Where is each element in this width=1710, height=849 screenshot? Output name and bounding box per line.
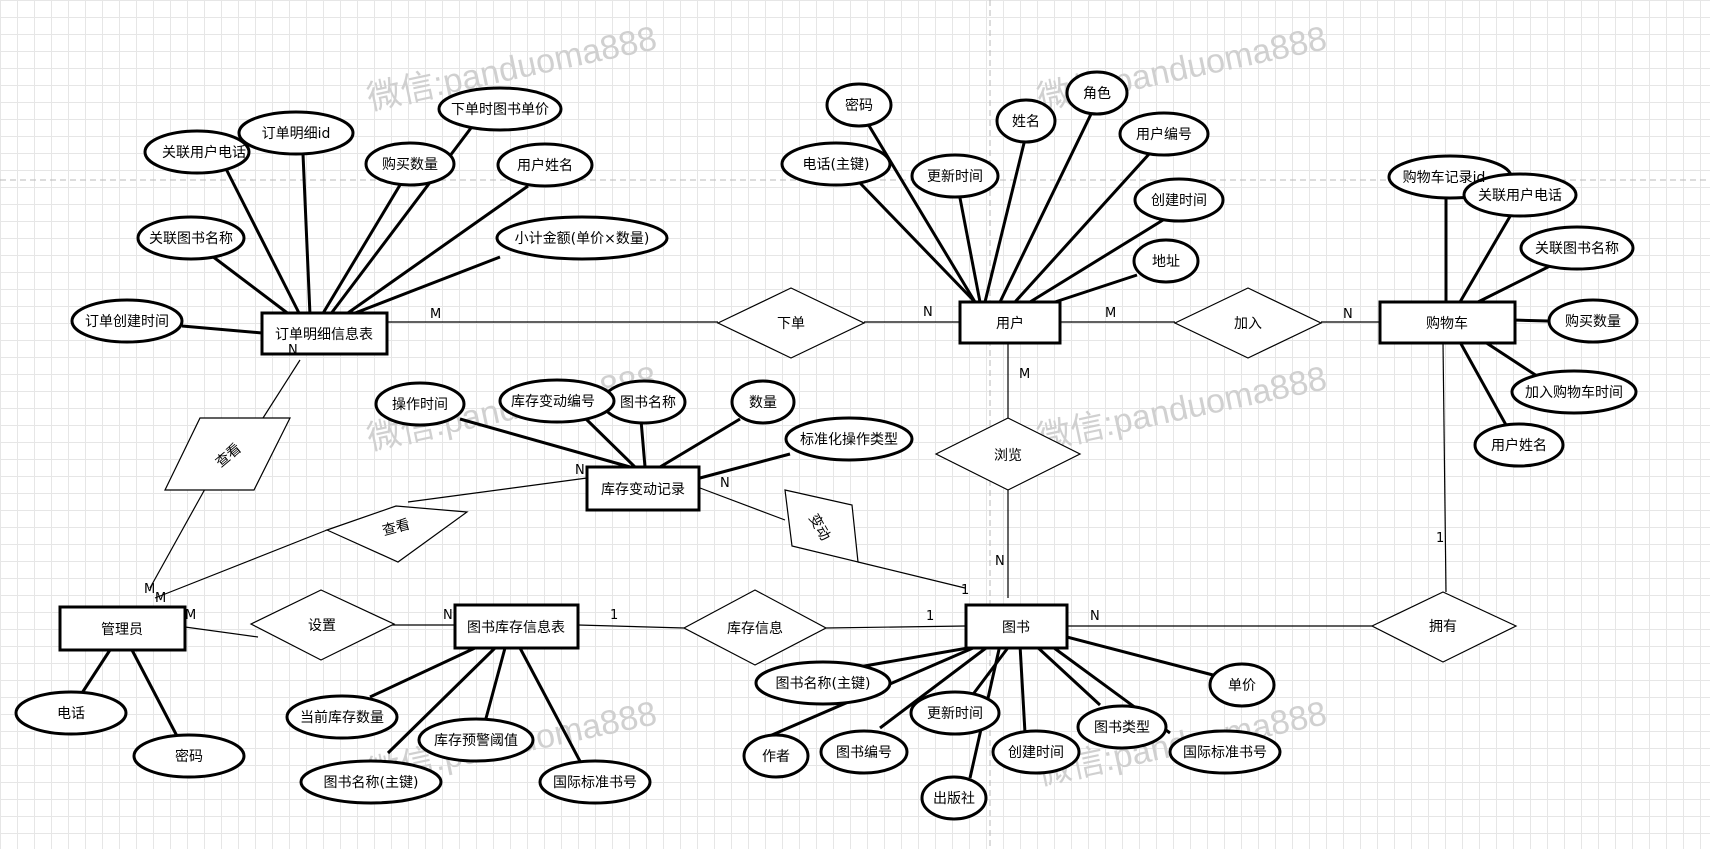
relationship-own: 拥有 bbox=[1370, 591, 1518, 663]
cardinality: N bbox=[575, 463, 585, 478]
attr-label: 当前库存数量 bbox=[300, 709, 384, 726]
attr-label: 关联图书名称 bbox=[149, 231, 233, 247]
relationship-stock-info: 库存信息 bbox=[682, 589, 828, 666]
relationship-label: 下单 bbox=[777, 316, 805, 332]
attr-label: 作者 bbox=[762, 749, 790, 765]
attr-label: 下单时图书单价 bbox=[451, 102, 549, 118]
attribute-lines bbox=[80, 109, 1553, 779]
cardinality: M bbox=[144, 582, 155, 597]
relationship-label: 浏览 bbox=[994, 448, 1022, 464]
attr-label: 电话 bbox=[57, 706, 85, 722]
relationship-view-order: 查看 bbox=[164, 417, 291, 491]
attr-label: 购物车记录id bbox=[1403, 169, 1486, 186]
cardinality-labels: M N M N M N N M M N N 1 M N 1 1 N 1 bbox=[144, 305, 1444, 624]
attr-label: 库存变动编号 bbox=[511, 394, 595, 410]
cardinality: 1 bbox=[961, 583, 969, 598]
attr-label: 购买数量 bbox=[1565, 314, 1621, 330]
cardinality: M bbox=[1019, 367, 1030, 382]
cardinality: N bbox=[1090, 609, 1100, 624]
relationship-label: 查看 bbox=[381, 517, 412, 540]
attr-label: 操作时间 bbox=[392, 397, 448, 413]
attr-label: 图书类型 bbox=[1094, 720, 1150, 736]
entity-user: 用户 bbox=[958, 300, 1062, 345]
relationship-lines bbox=[149, 321, 1447, 638]
cardinality: 1 bbox=[926, 609, 934, 624]
cardinality: N bbox=[443, 608, 453, 623]
entity-book: 图书 bbox=[964, 603, 1069, 650]
attr-label: 用户姓名 bbox=[517, 157, 573, 174]
attr-label: 地址 bbox=[1152, 254, 1180, 270]
entity-cart: 购物车 bbox=[1378, 300, 1517, 345]
entity-admin: 管理员 bbox=[58, 605, 187, 652]
attr-label: 密码 bbox=[175, 748, 203, 765]
attr-label: 加入购物车时间 bbox=[1525, 384, 1623, 401]
attr-label: 图书名称(主键) bbox=[324, 775, 419, 791]
attr-label: 关联用户电话 bbox=[1478, 187, 1562, 204]
cardinality: M bbox=[155, 591, 166, 606]
attr-label: 角色 bbox=[1083, 85, 1111, 102]
cardinality: M bbox=[1105, 306, 1116, 321]
relationship-label: 库存信息 bbox=[727, 620, 783, 637]
cardinality: N bbox=[923, 305, 933, 320]
relationship-place-order: 下单 bbox=[716, 287, 866, 359]
attr-label: 关联用户电话 bbox=[162, 144, 246, 161]
relationship-label: 设置 bbox=[308, 618, 336, 634]
attr-label: 订单明细id bbox=[262, 126, 331, 142]
cardinality: N bbox=[995, 554, 1005, 569]
attr-label: 姓名 bbox=[1012, 114, 1040, 130]
attr-label: 订单创建时间 bbox=[85, 314, 169, 330]
attr-label: 国际标准书号 bbox=[1183, 745, 1267, 761]
attr-label: 创建时间 bbox=[1008, 745, 1064, 761]
attr-label: 更新时间 bbox=[927, 169, 983, 185]
attr-label: 图书名称(主键) bbox=[776, 676, 871, 692]
attr-label: 图书编号 bbox=[836, 745, 892, 761]
attr-label: 更新时间 bbox=[927, 706, 983, 722]
attr-label: 用户编号 bbox=[1136, 126, 1192, 143]
attribute-labels: 关联用户电话 订单明细id 下单时图书单价 购买数量 用户姓名 关联图书名称 小… bbox=[57, 85, 1623, 807]
cardinality: M bbox=[430, 307, 441, 322]
cardinality: N bbox=[288, 343, 298, 358]
relationship-label: 加入 bbox=[1234, 316, 1262, 332]
attr-label: 出版社 bbox=[933, 791, 975, 807]
cardinality: 1 bbox=[1436, 531, 1444, 546]
attr-label: 用户姓名 bbox=[1491, 437, 1547, 454]
cardinality: N bbox=[1343, 307, 1353, 322]
attr-label: 电话(主键) bbox=[803, 157, 870, 173]
cardinality: N bbox=[720, 476, 730, 491]
entity-label: 库存变动记录 bbox=[601, 482, 685, 498]
attr-label: 单价 bbox=[1228, 678, 1256, 694]
entity-stock-log: 库存变动记录 bbox=[585, 465, 701, 512]
attr-label: 国际标准书号 bbox=[553, 775, 637, 791]
watermark: 微信:panduoma888 bbox=[1034, 359, 1330, 457]
attr-label: 关联图书名称 bbox=[1535, 241, 1619, 257]
entity-label: 管理员 bbox=[101, 622, 143, 638]
relationship-label: 拥有 bbox=[1429, 619, 1457, 635]
attr-label: 库存预警阈值 bbox=[434, 733, 518, 749]
relationship-add-cart: 加入 bbox=[1173, 287, 1323, 359]
attr-label: 标准化操作类型 bbox=[800, 432, 898, 448]
relationship-browse: 浏览 bbox=[934, 417, 1082, 491]
entity-label: 图书 bbox=[1002, 620, 1030, 636]
attr-label: 小计金额(单价×数量) bbox=[515, 231, 650, 247]
entity-label: 订单明细信息表 bbox=[275, 326, 373, 343]
entity-label: 用户 bbox=[996, 315, 1024, 332]
entity-book-stock: 图书库存信息表 bbox=[453, 603, 580, 650]
attr-label: 创建时间 bbox=[1151, 193, 1207, 209]
entity-label: 图书库存信息表 bbox=[467, 619, 565, 636]
attribute-ellipses bbox=[14, 70, 1639, 821]
entity-order-detail: 订单明细信息表 bbox=[260, 311, 389, 356]
entity-label: 购物车 bbox=[1426, 315, 1468, 332]
relationship-view-log: 查看 bbox=[325, 505, 469, 563]
relationship-change: 变动 bbox=[784, 489, 859, 563]
cardinality: 1 bbox=[610, 608, 618, 623]
cardinality: M bbox=[185, 608, 196, 623]
attr-label: 购买数量 bbox=[382, 157, 438, 173]
attr-label: 图书名称 bbox=[620, 395, 676, 411]
relationship-setup: 设置 bbox=[249, 589, 396, 661]
attr-label: 数量 bbox=[749, 395, 777, 411]
attr-label: 密码 bbox=[845, 97, 873, 114]
